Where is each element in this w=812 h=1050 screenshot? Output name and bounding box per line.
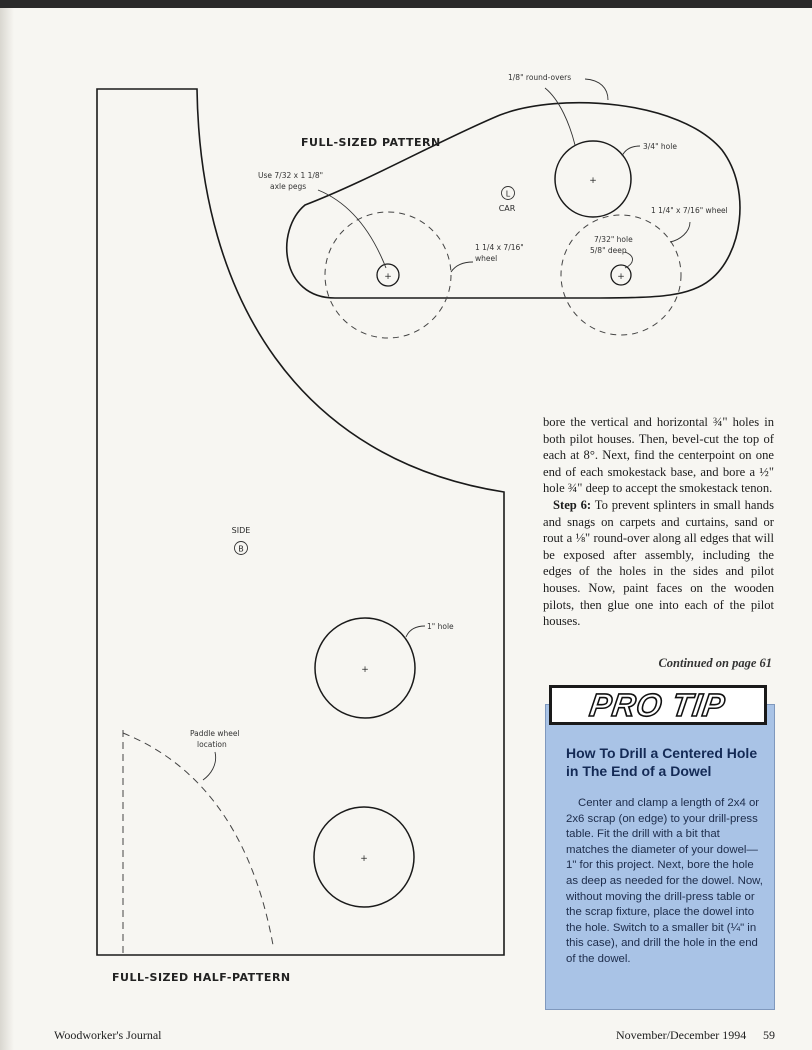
footer-page-number: 59 — [763, 1028, 775, 1042]
paddle-leader — [202, 751, 217, 781]
footer-issue-date: November/December 1994 — [616, 1028, 747, 1042]
left-wheel-outline — [324, 211, 452, 339]
lower-hole-center-mark: + — [360, 854, 368, 864]
axle-hole-leader — [624, 251, 633, 269]
step-6-text: To prevent splinters in small hands and … — [543, 497, 774, 629]
hole-center-mark: + — [589, 176, 597, 186]
right-axle-hole — [610, 264, 632, 286]
side-upper-one-inch-hole — [314, 617, 416, 719]
side-letter-marker — [234, 541, 248, 555]
right-wheel-callout: 1 1/4" x 7/16" wheel — [651, 206, 728, 215]
pro-tip-body: Center and clamp a length of 2x4 or 2x6 … — [566, 797, 763, 965]
axle-hole-callout-line2: 5/8" deep — [590, 246, 627, 255]
car-letter: L — [506, 190, 511, 199]
axle-pegs-callout-line1: Use 7/32 x 1 1/8" — [258, 171, 323, 180]
paddle-wheel-callout-line2: location — [197, 740, 227, 749]
axle-hole-callout-line1: 7/32" hole — [594, 235, 633, 244]
round-overs-leader-2 — [544, 87, 576, 146]
full-sized-pattern-label: FULL-SIZED PATTERN — [301, 136, 441, 149]
car-label: CAR — [499, 204, 516, 213]
left-wheel-callout-line2: wheel — [475, 254, 497, 263]
three-quarter-hole-callout: 3/4" hole — [643, 142, 677, 151]
car-three-quarter-hole — [554, 140, 632, 218]
left-wheel-callout-line1: 1 1/4 x 7/16" — [475, 243, 524, 252]
round-overs-leader — [584, 78, 609, 101]
pro-tip-banner-text: PRO TIP — [587, 686, 729, 724]
right-wheel-leader — [669, 221, 691, 243]
continued-note: Continued on page 61 — [658, 656, 772, 670]
car-letter-marker — [501, 186, 515, 200]
footer-publication: Woodworker's Journal — [54, 1028, 162, 1042]
side-letter: B — [238, 545, 244, 554]
page-top-edge — [0, 0, 812, 8]
side-lower-hole — [313, 806, 415, 908]
pro-tip-banner: PRO TIP — [549, 685, 767, 725]
article-body: bore the vertical and horizontal ¾" hole… — [543, 414, 774, 630]
binding-shadow — [0, 8, 14, 1050]
one-inch-hole-callout: 1" hole — [427, 622, 454, 631]
paddle-wheel-callout-line1: Paddle wheel — [190, 729, 240, 738]
axle-pegs-callout-line2: axle pegs — [270, 182, 306, 191]
article-paragraph-1: bore the vertical and horizontal ¾" hole… — [543, 415, 774, 496]
three-quarter-hole-leader — [621, 145, 641, 157]
one-inch-hole-leader — [405, 625, 426, 638]
right-wheel-outline — [560, 214, 682, 336]
round-overs-callout: 1/8" round-overs — [508, 73, 571, 82]
article-paragraph-step6: Step 6: To prevent splinters in small ha… — [543, 497, 774, 630]
step-6-label: Step 6: — [553, 497, 592, 512]
paddle-wheel-arc — [122, 732, 274, 946]
right-axle-center-mark: + — [617, 272, 625, 282]
car-outline — [285, 101, 741, 299]
left-axle-center-mark: + — [384, 272, 392, 282]
left-axle-hole — [376, 263, 400, 287]
full-sized-half-pattern-label: FULL-SIZED HALF-PATTERN — [112, 971, 291, 984]
side-label: SIDE — [232, 526, 251, 535]
pro-tip-title: How To Drill a Centered Hole in The End … — [566, 745, 758, 779]
axle-pegs-leader — [317, 189, 387, 269]
upper-hole-center-mark: + — [361, 665, 369, 675]
side-half-pattern-outline — [96, 88, 505, 956]
left-wheel-leader — [450, 261, 474, 273]
